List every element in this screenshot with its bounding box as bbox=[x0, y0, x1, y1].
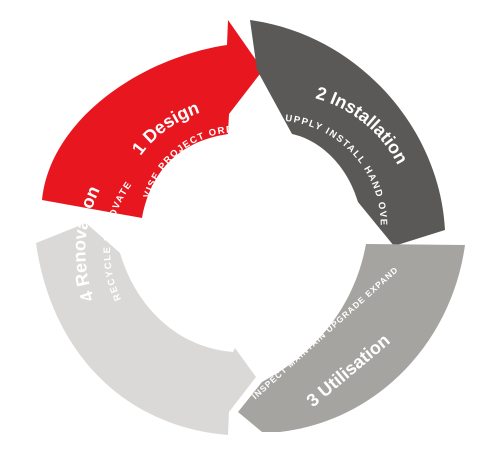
utilisation-arrow bbox=[238, 244, 465, 432]
installation-arrow bbox=[250, 20, 445, 246]
segment-utilisation: 3 Utilisation INSPECT MAINTAIN UPGRADE E… bbox=[238, 244, 465, 432]
segment-renovation: 4 Renovation RECYCLE RENOVATE bbox=[36, 179, 256, 435]
design-arrow bbox=[42, 20, 263, 218]
renovation-arrow bbox=[36, 223, 256, 435]
